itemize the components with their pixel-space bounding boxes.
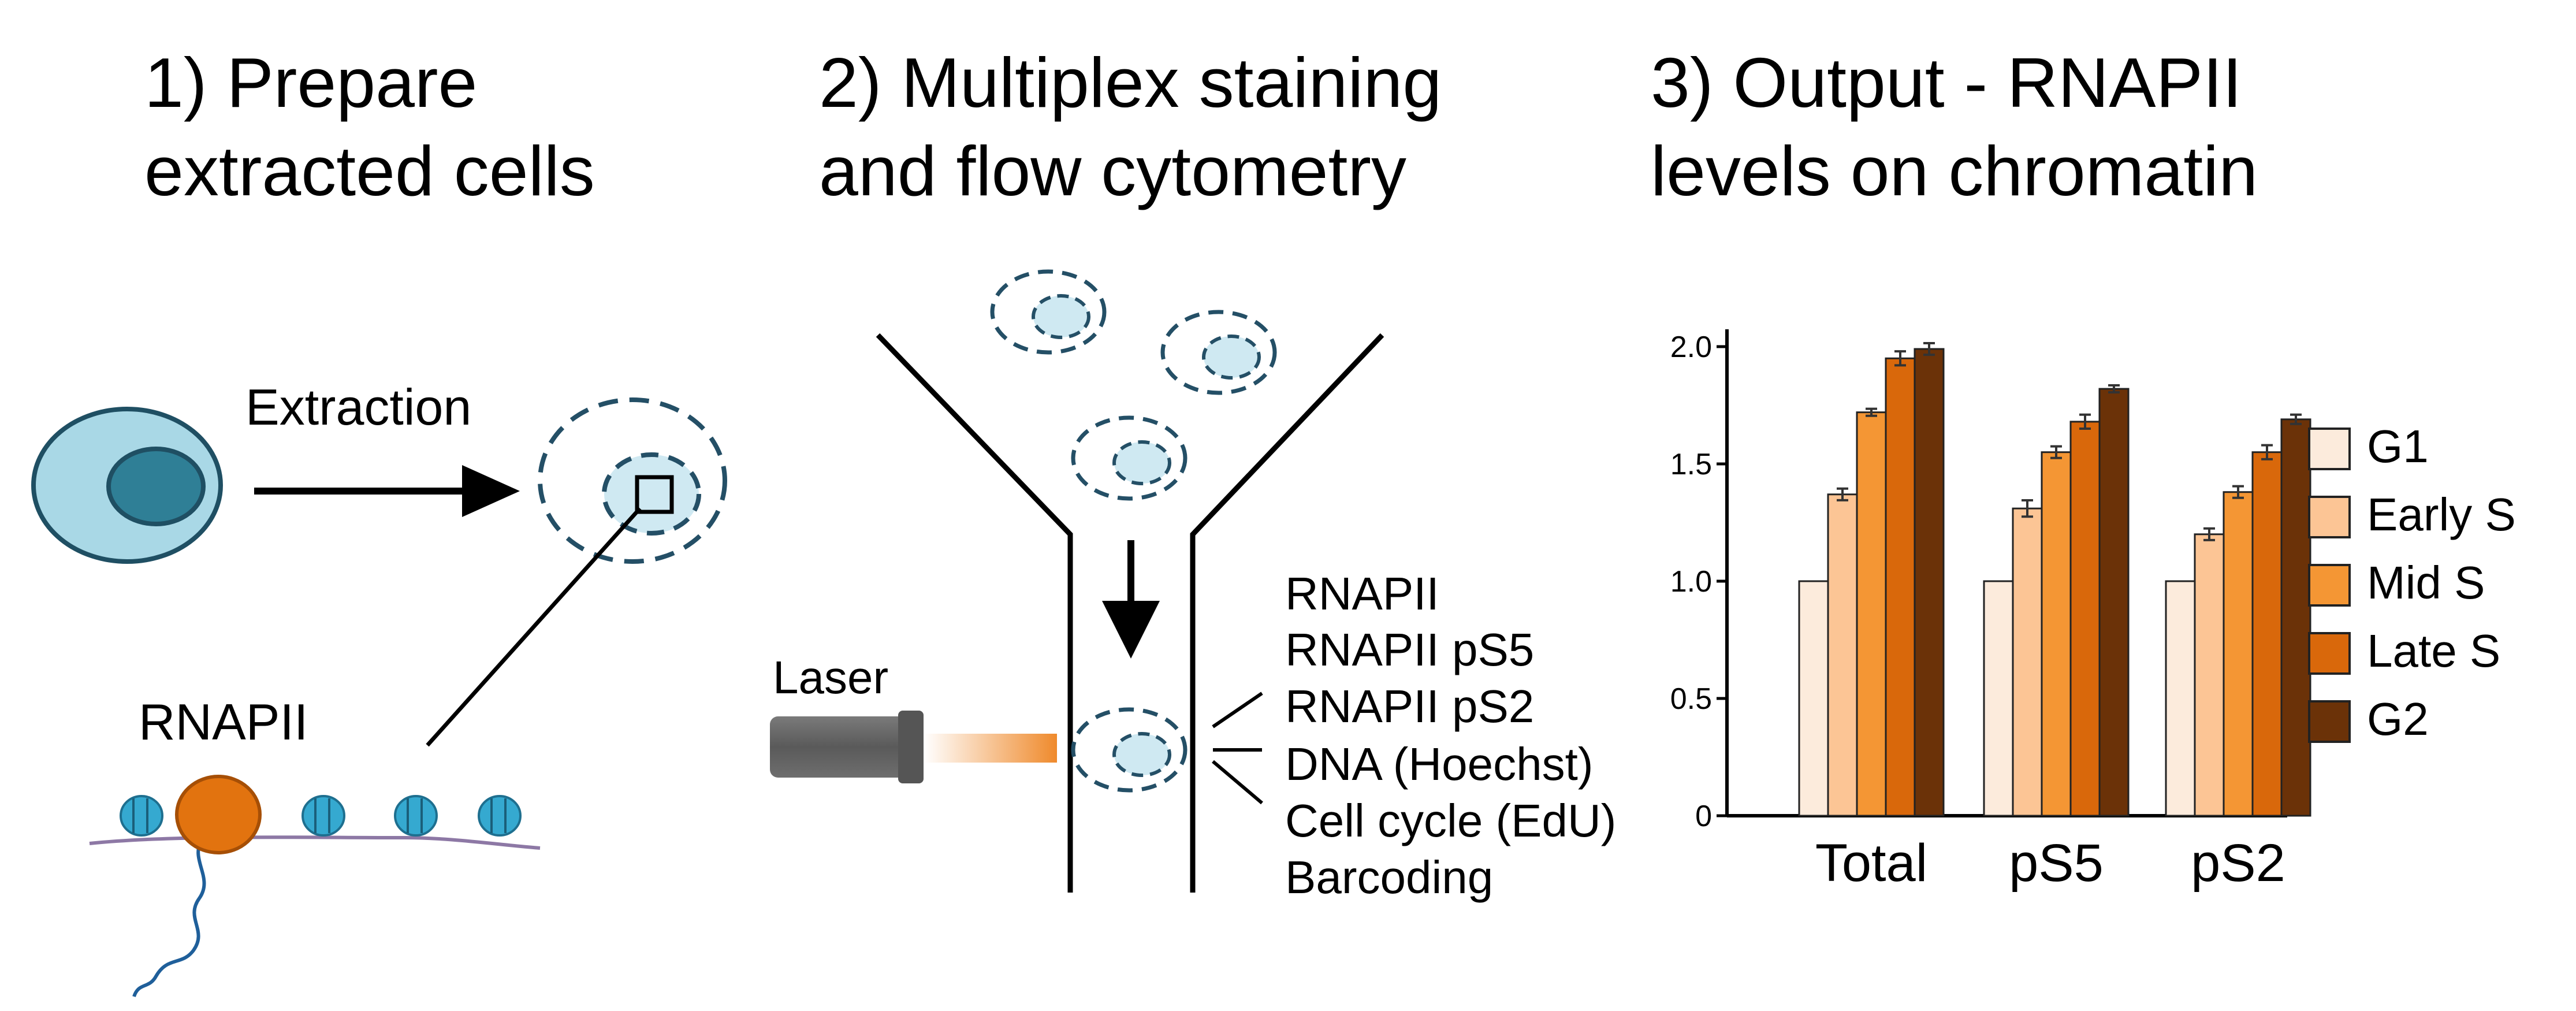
y-tick-label: 1.5 [1670, 448, 1712, 481]
nucleus [106, 447, 206, 526]
bar [2012, 507, 2043, 817]
nucleosome-icon [478, 795, 522, 837]
funnel-right-wall [1190, 333, 1384, 893]
legend-label: G1 [2367, 421, 2429, 472]
panel-staining: 2) Multiplex staining and flow cytometry… [770, 43, 1616, 903]
emission-line [1212, 760, 1263, 805]
bar [2223, 491, 2254, 817]
bar [2041, 451, 2072, 817]
panel-1-title-line2: extracted cells [144, 132, 595, 210]
laser-beam [924, 734, 1057, 763]
x-tick-label: pS5 [2009, 834, 2104, 893]
nascent-rna [132, 839, 206, 998]
emission-line [1212, 692, 1263, 728]
rnapii-icon [175, 775, 262, 854]
y-tick-label: 0.5 [1670, 682, 1712, 716]
extracted-nucleus [602, 452, 701, 536]
bar [1798, 580, 1829, 817]
panel-3-title-line1: 3) Output - RNAPII [1651, 43, 2242, 122]
measured-cell-icon [1071, 707, 1188, 793]
bar [2098, 388, 2130, 817]
bar [1983, 580, 2014, 817]
legend-label: Early S [2367, 489, 2516, 540]
bar [2194, 533, 2225, 817]
panel-output: 3) Output - RNAPII levels on chromatin 0… [1651, 43, 2516, 893]
bar [1856, 411, 1887, 817]
marker-item: Cell cycle (EdU) [1285, 795, 1616, 846]
panel-1-title-line1: 1) Prepare [144, 43, 477, 122]
y-tick-label: 1.0 [1670, 565, 1712, 599]
panel-2-title-line1: 2) Multiplex staining [819, 43, 1442, 122]
legend-swatch [2308, 428, 2351, 470]
laser-nozzle [898, 711, 924, 783]
bar [2069, 421, 2101, 817]
bar [2251, 451, 2283, 817]
zoom-box [635, 475, 674, 514]
flow-arrow-head [1102, 601, 1160, 659]
marker-item: DNA (Hoechst) [1285, 738, 1593, 790]
extraction-label: Extraction [245, 378, 471, 436]
extracted-cell-icon [1160, 310, 1277, 395]
nucleosome-icon [120, 795, 163, 837]
y-tick-label: 2.0 [1670, 330, 1712, 364]
panel-2-title-line2: and flow cytometry [819, 132, 1406, 210]
legend-swatch [2308, 632, 2351, 675]
bar [1827, 493, 1858, 817]
extracted-cell-icon [1071, 415, 1188, 501]
bar [1885, 357, 1916, 817]
y-tick-label: 0 [1695, 800, 1712, 833]
marker-list: RNAPII RNAPII pS5 RNAPII pS2 DNA (Hoechs… [1285, 568, 1616, 903]
extracted-cell-icon [990, 269, 1107, 355]
marker-item: RNAPII [1285, 568, 1439, 619]
dna-fiber [89, 835, 541, 850]
nucleosome-icon [394, 795, 438, 837]
legend-label: G2 [2367, 693, 2429, 745]
laser-body [770, 716, 909, 778]
legend-swatch [2308, 564, 2351, 607]
extraction-arrow-head [462, 465, 520, 517]
panel-3-title-line2: levels on chromatin [1651, 132, 2258, 210]
zoom-line [426, 507, 642, 747]
laser-label: Laser [773, 652, 888, 703]
legend-swatch [2308, 496, 2351, 538]
legend-label: Mid S [2367, 557, 2485, 608]
panel-prepare: 1) Prepare extracted cells Extraction RN… [31, 43, 727, 998]
marker-item: RNAPII pS2 [1285, 681, 1534, 732]
extracted-cell-outer [538, 397, 727, 564]
bar [2280, 418, 2311, 817]
x-tick-label: pS2 [2191, 834, 2285, 893]
bar [2165, 580, 2196, 817]
marker-item: RNAPII pS5 [1285, 624, 1534, 675]
marker-item: Barcoding [1285, 852, 1493, 903]
nucleosome-icon [301, 795, 345, 837]
x-tick-label: Total [1815, 834, 1927, 893]
legend-swatch [2308, 700, 2351, 743]
rnapii-label: RNAPII [139, 693, 308, 750]
funnel-left-wall [876, 333, 1073, 893]
bar [1914, 348, 1945, 817]
legend-label: Late S [2367, 625, 2500, 677]
